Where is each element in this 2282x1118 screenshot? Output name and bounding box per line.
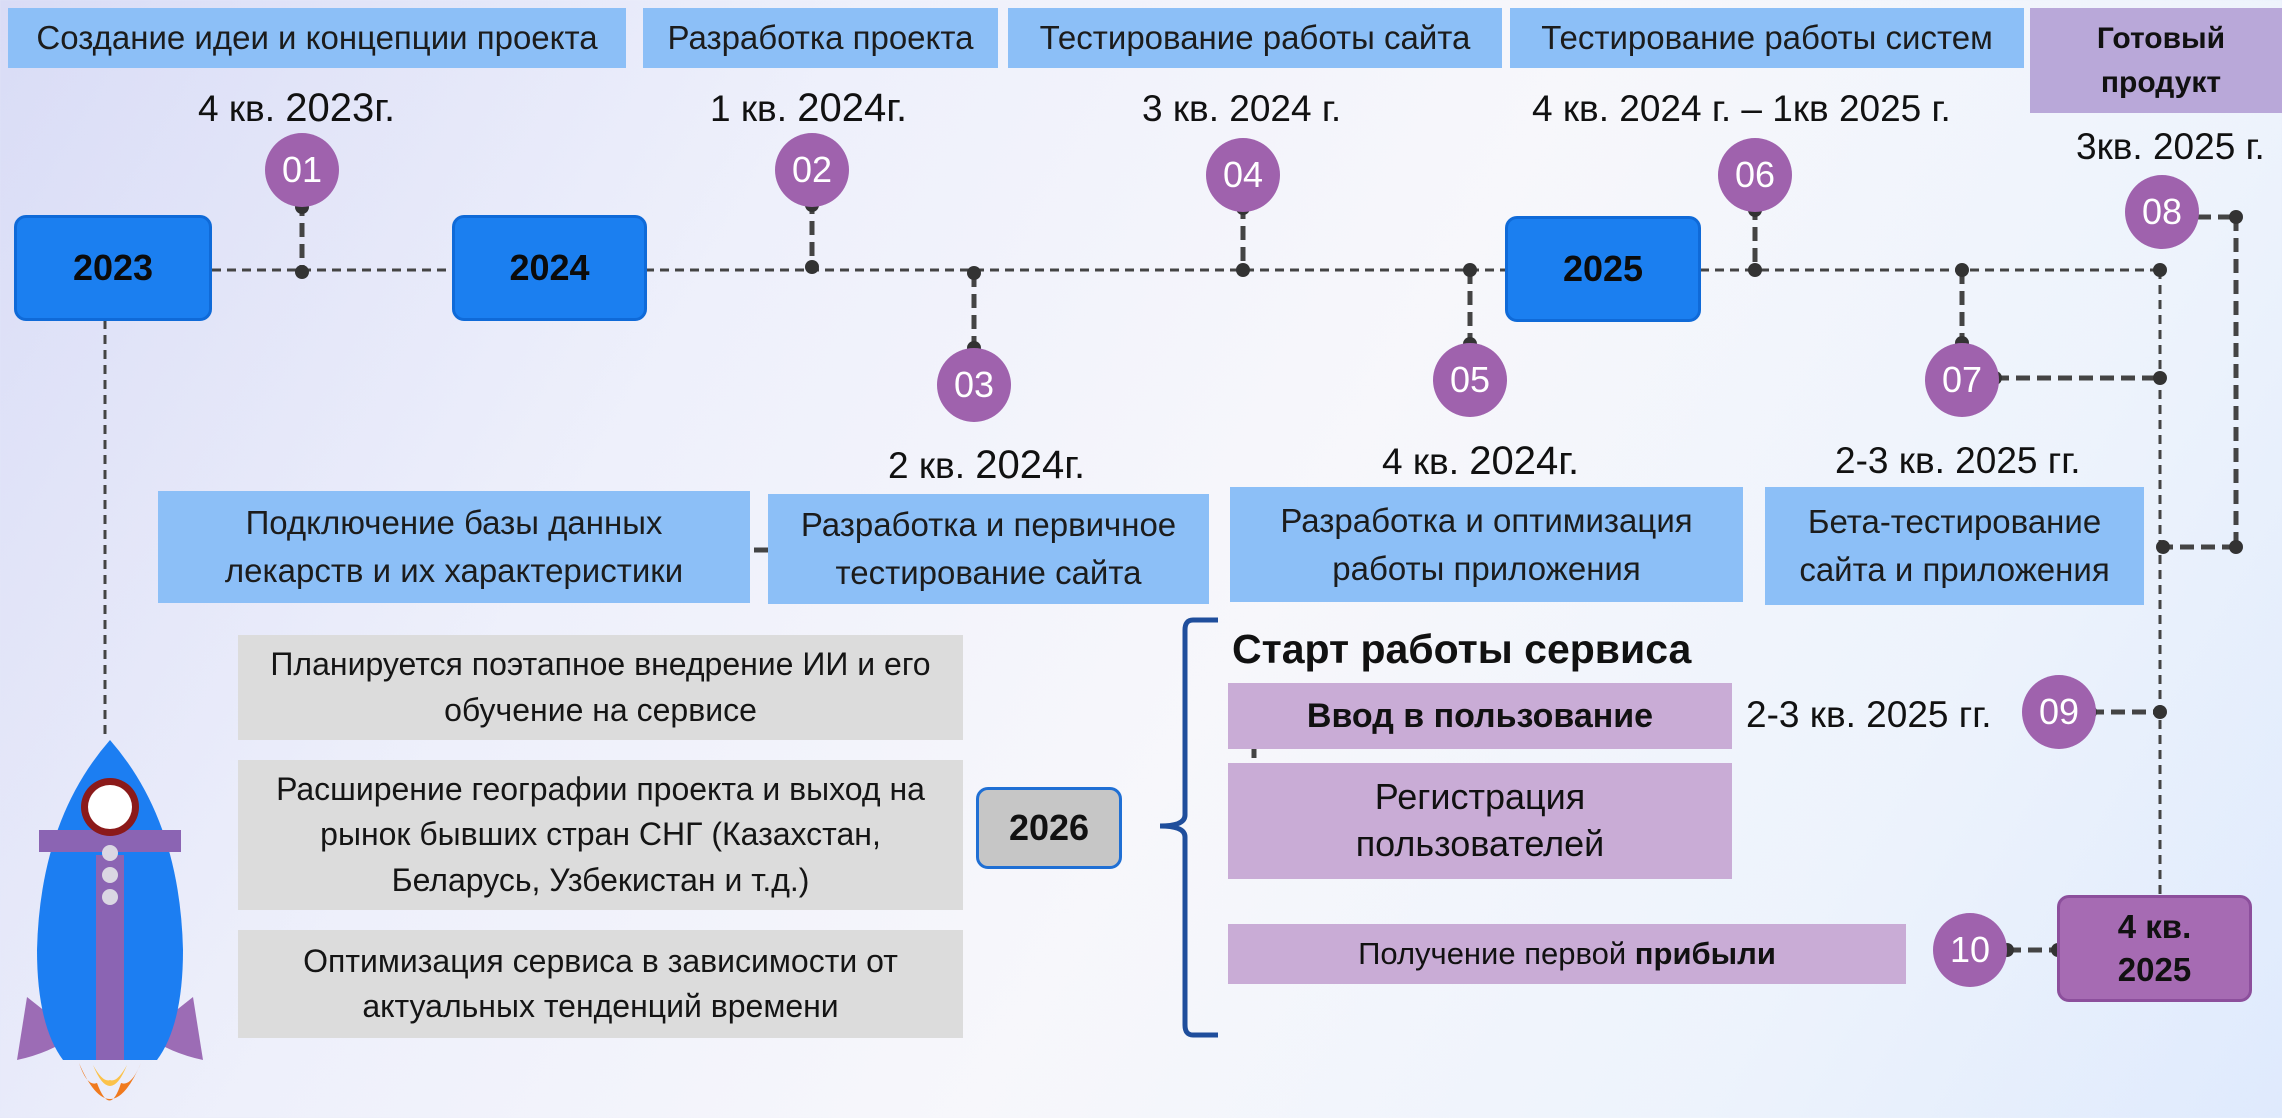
date-05: 4 кв. 2024г.: [1382, 439, 1580, 483]
profit-bold: прибыли: [1634, 936, 1776, 971]
date-08: 3кв. 2025 г.: [2076, 126, 2265, 167]
rocket-icon: [17, 740, 203, 1101]
first-profit-box: Получение первой прибыли: [1228, 924, 1906, 984]
date-01: 4 кв. 2023г.: [198, 86, 396, 130]
milestone-03: 03: [937, 348, 1011, 422]
stage-app-dev: Разработка и оптимизация работы приложен…: [1230, 487, 1743, 602]
stage-database: Подключение базы данных лекарств и их ха…: [158, 491, 750, 603]
year-2023: 2023: [14, 215, 212, 321]
date-09: 2-3 кв. 2025 гг.: [1746, 694, 1992, 735]
milestone-05: 05: [1433, 343, 1507, 417]
date-02: 1 кв. 2024г.: [710, 86, 908, 130]
milestone-09: 09: [2022, 675, 2096, 749]
milestone-08: 08: [2125, 175, 2199, 249]
registration-box: Регистрация пользователей: [1228, 763, 1732, 879]
top-label-idea: Создание идеи и концепции проекта: [8, 8, 626, 68]
group-brace: [1159, 617, 1218, 1038]
service-start-title: Старт работы сервиса: [1232, 625, 1692, 672]
milestone-04: 04: [1206, 138, 1280, 212]
milestone-07: 07: [1925, 343, 1999, 417]
year-2024: 2024: [452, 215, 647, 321]
milestone-01: 01: [265, 133, 339, 207]
milestone-10: 10: [1933, 913, 2007, 987]
profit-text: Получение первой: [1358, 936, 1635, 971]
launch-box: Ввод в пользование: [1228, 683, 1732, 749]
date-04: 3 кв. 2024 г.: [1142, 88, 1342, 129]
date-03: 2 кв. 2024г.: [888, 443, 1086, 487]
plan-optimization: Оптимизация сервиса в зависимости от акт…: [238, 930, 963, 1038]
year-2025: 2025: [1505, 216, 1701, 322]
date-07: 2-3 кв. 2025 гг.: [1835, 440, 2081, 481]
plan-ai: Планируется поэтапное внедрение ИИ и его…: [238, 635, 963, 740]
date-06: 4 кв. 2024 г. – 1кв 2025 г.: [1532, 88, 1951, 129]
ready-product-label: Готовый продукт: [2030, 8, 2282, 113]
top-label-site-testing: Тестирование работы сайта: [1008, 8, 1502, 68]
stage-beta: Бета-тестирование сайта и приложения: [1765, 487, 2144, 605]
top-label-system-testing: Тестирование работы систем: [1510, 8, 2024, 68]
year-2026: 2026: [976, 787, 1122, 869]
stage-site-dev: Разработка и первичное тестирование сайт…: [768, 494, 1209, 604]
milestone-02: 02: [775, 133, 849, 207]
top-label-development: Разработка проекта: [643, 8, 998, 68]
plan-geography: Расширение географии проекта и выход на …: [238, 760, 963, 910]
final-date-box: 4 кв. 2025: [2057, 895, 2252, 1002]
milestone-06: 06: [1718, 138, 1792, 212]
